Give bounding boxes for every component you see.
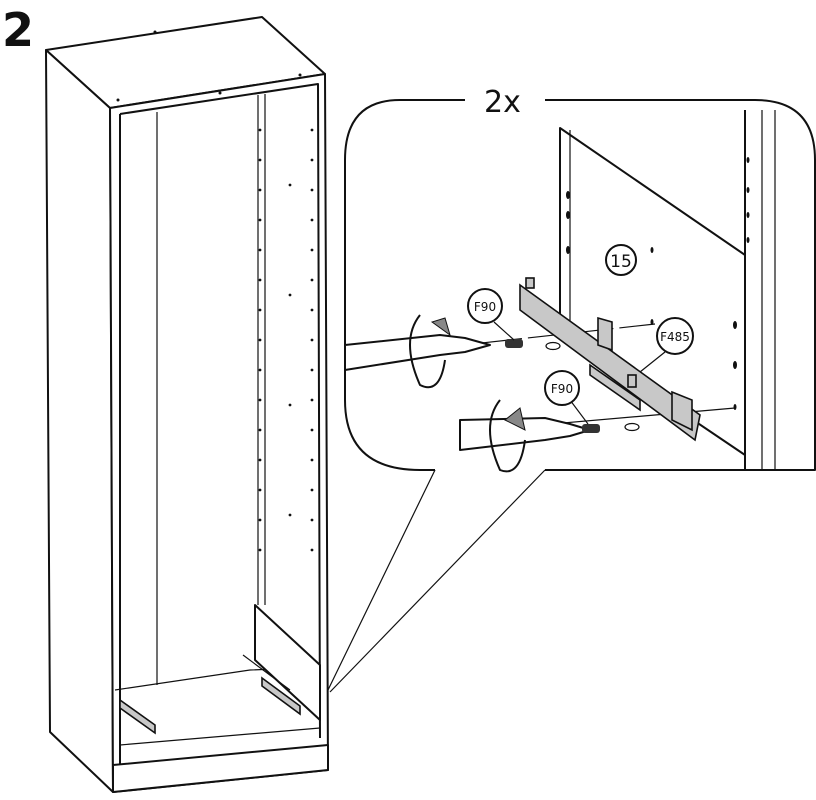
screw-f90-bottom <box>582 424 600 433</box>
part-code-f90-bottom: F90 <box>551 382 573 396</box>
part-badge-15 <box>605 244 637 276</box>
detail-callout: 2x 15 <box>327 85 816 693</box>
runner-right-small <box>261 676 301 716</box>
screwdriver-top <box>344 314 491 389</box>
part-number-15: 15 <box>610 252 632 272</box>
cabinet-carcass <box>45 16 329 793</box>
screw-f90-top <box>505 339 523 348</box>
part-badge-f485 <box>656 317 694 355</box>
quantity-label: 2x <box>484 85 521 120</box>
rotation-arrow-icon <box>430 317 451 337</box>
drawer-side-panel <box>254 604 321 721</box>
part-badge-f90-bottom <box>544 370 580 406</box>
cabinet-plinth <box>112 744 329 793</box>
part-badge-f90-top <box>467 288 503 324</box>
rotation-arrow-icon <box>504 407 526 431</box>
cabinet-left-side <box>45 49 114 793</box>
part-code-f90-top: F90 <box>474 300 496 314</box>
screwdriver-bottom <box>459 399 591 473</box>
part-code-f485: F485 <box>660 330 690 344</box>
step-number: 2 <box>2 3 34 57</box>
runner-left-small <box>119 698 156 735</box>
